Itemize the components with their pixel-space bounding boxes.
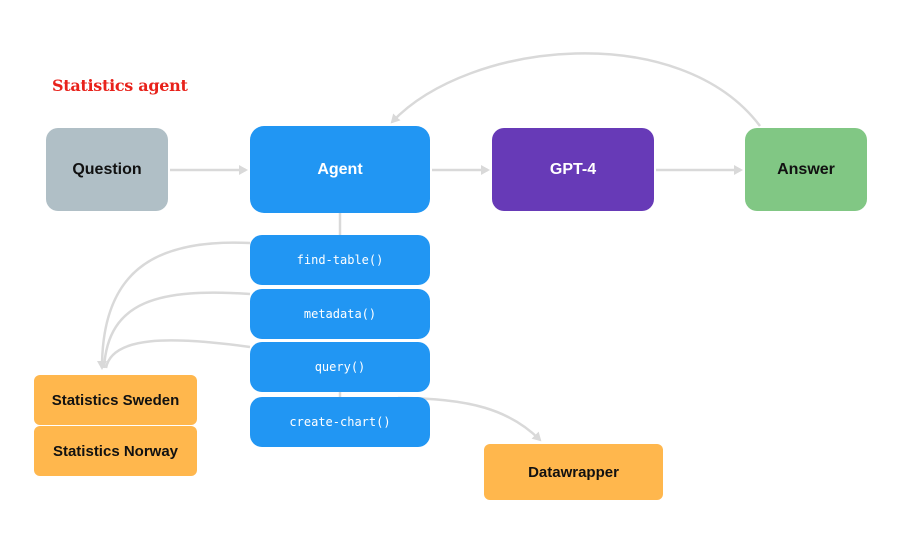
tool-create-chart: create-chart()	[250, 397, 430, 447]
tool-query: query()	[250, 342, 430, 392]
edge-findtable-to-sources	[97, 241, 251, 370]
source-statistics-sweden: Statistics Sweden	[34, 375, 197, 425]
tool-find-table: find-table()	[250, 235, 430, 285]
tool-metadata: metadata()	[250, 289, 430, 339]
edge-answer-to-agent	[390, 52, 761, 127]
diagram-title: Statistics agent	[52, 76, 188, 95]
answer-node: Answer	[745, 128, 867, 211]
datawrapper-node: Datawrapper	[484, 444, 663, 500]
edge-metadata-to-sources	[102, 291, 251, 369]
source-statistics-norway: Statistics Norway	[34, 426, 197, 476]
question-node: Question	[46, 128, 168, 211]
edge-query-to-sources	[104, 339, 251, 369]
agent-node: Agent	[250, 126, 430, 213]
gpt4-node: GPT-4	[492, 128, 654, 211]
